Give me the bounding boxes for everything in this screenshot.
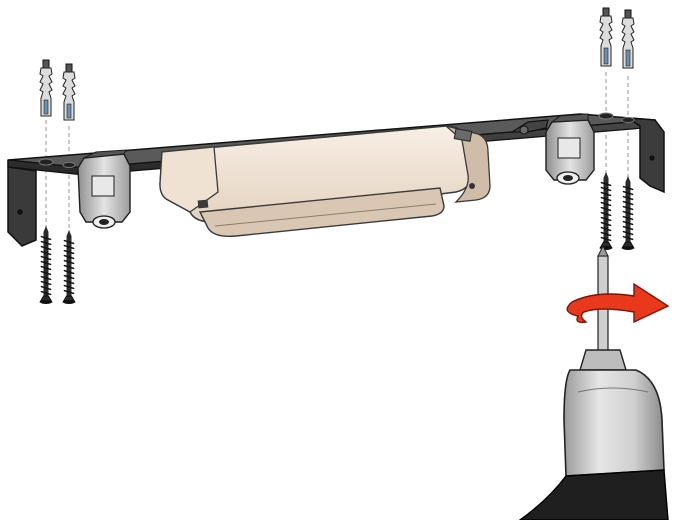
screw-left-1 [39, 226, 53, 304]
mounting-clip-left [77, 149, 131, 229]
bracket-left-end-hole [17, 209, 23, 215]
wall-plugs [39, 7, 635, 121]
bracket-hole-left-2 [62, 161, 76, 169]
drill-body [563, 369, 665, 477]
screw-right-2 [621, 176, 635, 250]
wall-plug-left-2 [62, 63, 76, 121]
screw-left-2 [62, 230, 76, 304]
mounting-clip-right [545, 113, 595, 185]
drill-chuck [579, 349, 627, 371]
drill-grip-sleeve [518, 469, 669, 520]
bracket-hole-right-2 [621, 116, 635, 124]
bracket-right-end [625, 117, 665, 194]
screw-right-1 [599, 172, 613, 250]
screws [39, 172, 635, 304]
bracket-hole-left-1 [38, 158, 54, 166]
housing-right-cap [445, 125, 491, 203]
wall-plug-left-1 [39, 59, 53, 117]
latch-lever [509, 119, 549, 135]
clockwise-arrow-icon [566, 282, 670, 324]
bracket-hole-right-1 [598, 112, 614, 120]
device-housing [159, 125, 491, 238]
bracket-left-end [7, 160, 37, 247]
bracket-right-end-hole [649, 155, 655, 161]
housing-lower-block [198, 187, 445, 238]
wall-plug-right-1 [599, 7, 613, 67]
drill-icon [518, 349, 669, 520]
wall-plug-right-2 [621, 9, 635, 69]
